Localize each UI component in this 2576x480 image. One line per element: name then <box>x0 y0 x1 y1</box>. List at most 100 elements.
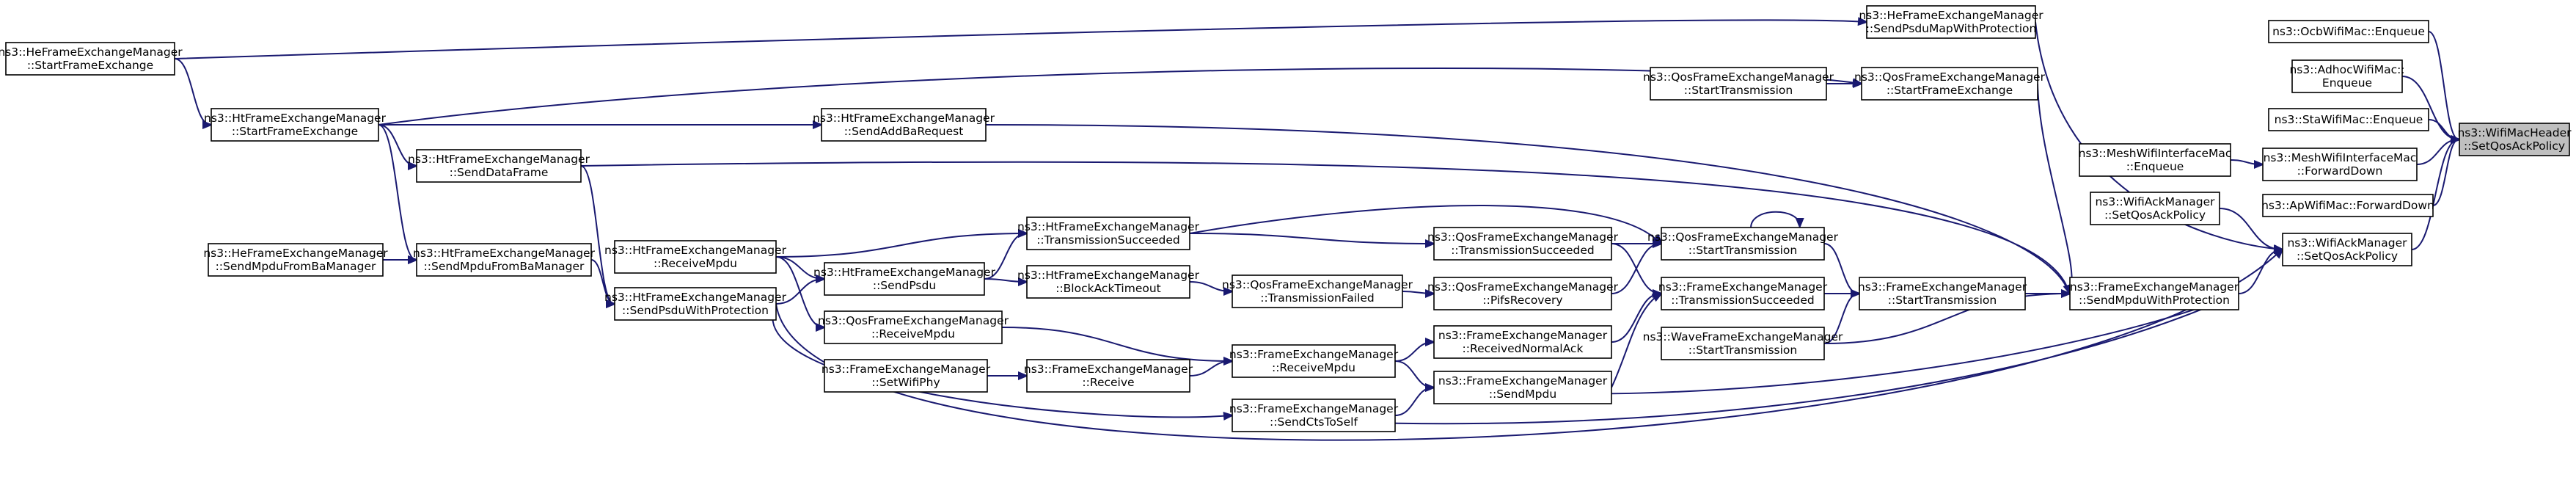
node-box <box>1859 277 2026 310</box>
node-box <box>1661 327 1825 360</box>
edge-line <box>1394 360 1434 388</box>
function-node[interactable]: ns3::WifiAckManager::SetQosAckPolicy <box>2090 192 2220 225</box>
function-node[interactable]: ns3::FrameExchangeManager::SetWifiPhy <box>822 359 991 393</box>
node-box <box>614 240 777 274</box>
node-box <box>821 108 987 142</box>
node-box <box>1433 277 1612 310</box>
node-label: ns3::FrameExchangeManager <box>2070 280 2239 294</box>
function-node[interactable]: ns3::FrameExchangeManager::TransmissionS… <box>1658 277 1828 310</box>
edge-arrowhead <box>1018 371 1029 380</box>
function-node[interactable]: ns3::MeshWifiInterfaceMac::Enqueue <box>2079 143 2232 177</box>
node-label: ::SendMpduFromBaManager <box>216 260 376 273</box>
function-node[interactable]: ns3::StaWifiMac::Enqueue <box>2268 108 2429 131</box>
node-label: ::StartFrameExchange <box>27 59 153 72</box>
edge-ht_start_fe-to-ht_addba <box>378 120 824 129</box>
function-node[interactable]: ns3::HtFrameExchangeManager::StartFrameE… <box>204 108 387 142</box>
function-node[interactable]: ns3::QosFrameExchangeManager::Transmissi… <box>1222 274 1413 308</box>
function-node[interactable]: ns3::HtFrameExchangeManager::SendPsdu <box>813 262 996 296</box>
edge-arrowhead <box>1857 17 1869 26</box>
node-box <box>1026 217 1190 250</box>
edge-line <box>1750 211 1801 228</box>
function-node[interactable]: ns3::FrameExchangeManager::StartTransmis… <box>1858 277 2027 310</box>
edge-qos_tx_succ-to-fem_tx_succ <box>1611 243 1664 298</box>
function-node[interactable]: ns3::FrameExchangeManager::SendMpduWithP… <box>2069 277 2239 310</box>
edge-fem_setwifiphy-to-fem_receive <box>987 371 1029 380</box>
node-label: ::StartTransmission <box>1688 343 1797 357</box>
function-node[interactable]: ns3::WifiAckManager::SetQosAckPolicy <box>2282 233 2412 266</box>
node-box <box>824 359 988 393</box>
node-label: ::SendMpdu <box>1489 388 1556 401</box>
function-node[interactable]: ns3::HtFrameExchangeManager::BlockAckTim… <box>1017 265 1200 299</box>
function-node[interactable]: ns3::HtFrameExchangeManager::ReceiveMpdu <box>604 240 787 274</box>
node-label: ::StartTransmission <box>1688 244 1797 257</box>
function-node[interactable]: ns3::FrameExchangeManager::SendMpdu <box>1433 371 1612 404</box>
node-box <box>1861 67 2038 101</box>
node-label: ns3::QosFrameExchangeManager <box>1647 230 1839 244</box>
function-node[interactable]: ns3::MeshWifiInterfaceMac::ForwardDown <box>2262 148 2418 181</box>
function-node[interactable]: ns3::HtFrameExchangeManager::SendMpduFro… <box>413 243 596 277</box>
edge-arrowhead <box>1795 218 1804 229</box>
node-label: ::SetQosAckPolicy <box>2297 250 2398 263</box>
edge-arrowhead <box>408 255 419 264</box>
node-label: ::StartTransmission <box>1888 294 1997 307</box>
node-label: ns3::HeFrameExchangeManager <box>203 247 388 260</box>
node-label: ::SetWifiPhy <box>871 376 940 389</box>
function-node[interactable]: ns3::WaveFrameExchangeManager::StartTran… <box>1643 327 1843 360</box>
function-node[interactable]: ns3::QosFrameExchangeManager::StartFrame… <box>1854 67 2046 101</box>
edge-arrowhead <box>1018 277 1029 286</box>
node-label: ::StartFrameExchange <box>1887 84 2013 97</box>
node-label: ns3::QosFrameExchangeManager <box>1854 70 2046 84</box>
function-node[interactable]: ns3::FrameExchangeManager::ReceivedNorma… <box>1433 325 1612 359</box>
function-node[interactable]: ns3::QosFrameExchangeManager::Transmissi… <box>1427 227 1619 261</box>
edge-line <box>1189 205 1661 244</box>
function-node[interactable]: ns3::FrameExchangeManager::ReceiveMpdu <box>1229 344 1399 378</box>
function-node[interactable]: ns3::HeFrameExchangeManager::SendPsduMap… <box>1859 5 2043 39</box>
node-label: ::SendPsduWithProtection <box>622 304 769 317</box>
function-node[interactable]: ns3::ApWifiMac::ForwardDown <box>2261 194 2434 217</box>
node-box <box>416 149 582 183</box>
edge-arrowhead <box>2254 160 2265 169</box>
node-box <box>2291 59 2403 93</box>
node-label: ns3::HtFrameExchangeManager <box>1017 220 1200 233</box>
node-label: ns3::WifiAckManager <box>2095 195 2215 208</box>
node-label: ns3::QosFrameExchangeManager <box>1427 280 1619 294</box>
function-node[interactable]: ns3::HeFrameExchangeManager::SendMpduFro… <box>203 243 388 277</box>
edge-ht_senddata-to-fem_sendmpdu_prot <box>580 161 2073 296</box>
function-node[interactable]: ns3::HtFrameExchangeManager::Transmissio… <box>1017 217 1200 250</box>
node-label: ns3::HeFrameExchangeManager <box>0 46 183 59</box>
function-node[interactable]: ns3::HtFrameExchangeManager::SendPsduWit… <box>604 287 787 321</box>
node-box <box>1866 5 2036 39</box>
function-node[interactable]: ns3::QosFrameExchangeManager::StartTrans… <box>1647 227 1839 261</box>
function-node[interactable]: ns3::HtFrameExchangeManager::SendDataFra… <box>408 149 590 183</box>
function-node[interactable]: ns3::HtFrameExchangeManager::SendAddBaRe… <box>813 108 995 142</box>
edge-arrowhead <box>202 120 213 129</box>
function-node[interactable]: ns3::QosFrameExchangeManager::ReceiveMpd… <box>818 310 1009 344</box>
node-label: ns3::FrameExchangeManager <box>1229 402 1399 415</box>
edge-ap_fwd-to-setqos_hdr <box>2432 135 2462 206</box>
node-label: ns3::FrameExchangeManager <box>1438 329 1608 342</box>
node-label: ::ReceiveMpdu <box>871 327 955 341</box>
edge-wave_start_tx-to-fem_start_tx <box>1823 289 1862 344</box>
node-box <box>1661 227 1825 261</box>
node-label: ::TransmissionSucceeded <box>1671 294 1815 307</box>
node-box <box>1232 274 1403 308</box>
node-label: ns3::HtFrameExchangeManager <box>413 247 596 260</box>
function-node[interactable]: ns3::QosFrameExchangeManager::PifsRecove… <box>1427 277 1619 310</box>
node-label: ::BlockAckTimeout <box>1055 282 1161 295</box>
edge-ht_start_fe-to-ht_senddata <box>378 124 419 170</box>
edge-fem_sendcts-to-fem_sendmpdu <box>1394 383 1436 416</box>
node-label: ::ReceivedNormalAck <box>1463 342 1584 355</box>
function-node[interactable]: ns3::FrameExchangeManager::SendCtsToSelf <box>1229 399 1399 432</box>
node-label: ns3::FrameExchangeManager <box>1438 374 1608 388</box>
function-node[interactable]: ns3::FrameExchangeManager::Receive <box>1024 359 1193 393</box>
function-node[interactable]: ns3::HeFrameExchangeManager::StartFrameE… <box>0 42 183 76</box>
function-node[interactable]: ns3::OcbWifiMac::Enqueue <box>2268 20 2429 43</box>
node-label: ns3::HtFrameExchangeManager <box>813 266 996 279</box>
function-node[interactable]: ns3::QosFrameExchangeManager::StartTrans… <box>1643 67 1834 101</box>
function-node[interactable]: ns3::AdhocWifiMac::Enqueue <box>2289 59 2405 93</box>
edge-arrowhead <box>2061 289 2072 298</box>
node-box <box>2079 143 2231 177</box>
edge-fem_receive-to-fem_recvmpdu <box>1189 357 1234 377</box>
edge-arrowhead <box>813 120 824 129</box>
edge-qos_pifs-to-qos_start_tx <box>1611 239 1664 294</box>
